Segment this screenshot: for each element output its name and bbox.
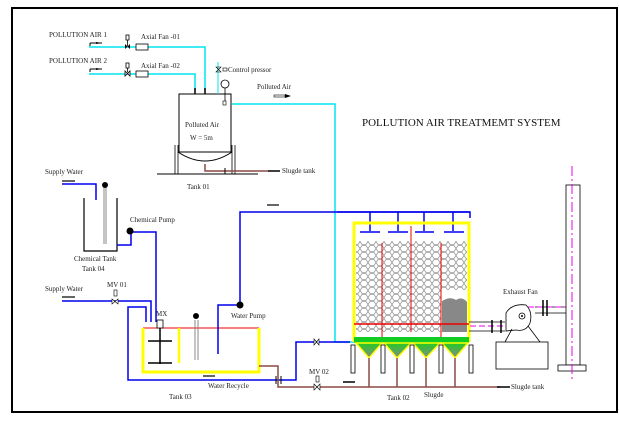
drawing-frame (11, 7, 618, 413)
water-pump-icon[interactable] (236, 301, 244, 309)
valve-icon (125, 34, 130, 49)
tank01-content-label: Polluted Air (185, 121, 220, 129)
tank02-label: Tank 02 (387, 394, 410, 402)
chemical-tank-04: Supply Water Chemical Tank Tank 04 (45, 168, 118, 273)
supply-water-line-2 (62, 300, 152, 322)
label-pollution-air-2: POLLUTION AIR 2 (49, 57, 107, 65)
label-mv01: MV 01 (107, 281, 127, 289)
label-water-recycle: Water Recycle (208, 382, 249, 390)
label-axial-fan-1: Axial Fan -01 (141, 33, 180, 41)
label-mv02: MV 02 (309, 368, 329, 376)
label-mx: MX (156, 310, 167, 318)
pollution-air-inlets: POLLUTION AIR 1 POLLUTION AIR 2 Axial Fa… (49, 31, 206, 90)
valve-icon (313, 338, 320, 346)
valve-icon (215, 66, 222, 73)
supply-water-line-1 (62, 183, 97, 200)
sludge-line-tank01 (204, 164, 268, 172)
label-supply-water-1: Supply Water (45, 168, 84, 176)
air-line-1 (89, 46, 206, 90)
label-supply-water-2: Supply Water (45, 285, 84, 293)
water-recycle-line (127, 306, 350, 381)
diagram-title: POLLUTION AIR TREATMEMT SYSTEM (362, 117, 561, 129)
axial-fan-1 (135, 43, 149, 51)
label-pollution-air-1: POLLUTION AIR 1 (49, 31, 107, 39)
control-pressor: Control pressor (215, 62, 272, 106)
water-pump-line (217, 211, 471, 354)
sludge-line-tank03 (259, 365, 500, 388)
label-water-pump: Water Pump (231, 312, 266, 320)
tank04-label: Tank 04 (82, 265, 105, 273)
label-chemical-pump: Chemical Pump (130, 216, 175, 224)
valve-mv02[interactable] (313, 375, 321, 391)
label-axial-fan-2: Axial Fan -02 (141, 62, 180, 70)
label-sludge-tank-1: Slugde tank (282, 167, 316, 175)
pressure-gauge-icon (220, 79, 230, 89)
tank01-width-label: W = 5m (190, 134, 213, 142)
axial-fan-2 (135, 70, 149, 78)
tank03-label: Tank 03 (169, 393, 192, 401)
label-polluted-air-out: Polluted Air (257, 83, 292, 91)
air-line-2 (89, 73, 196, 90)
tank01-label: Tank 01 (187, 183, 210, 191)
flow-arrow-icon (273, 94, 291, 98)
mixer-motor-icon (102, 182, 108, 188)
chemical-pump-icon[interactable] (126, 227, 134, 235)
exhaust-fan: Exhaust Fan (469, 288, 572, 370)
exhaust-stack (557, 166, 587, 380)
valve-icon (124, 62, 131, 77)
mixer-mx-icon (156, 319, 164, 329)
valve-mv01[interactable] (111, 289, 119, 305)
chemical-dose-line (117, 231, 157, 322)
tank-03: MX Tank 03 (141, 310, 261, 401)
tank-02-scrubber: Tank 02 Slugde (337, 211, 474, 402)
tank-01: Polluted Air W = 5m Tank 01 (157, 88, 258, 191)
label-sludge: Slugde (424, 391, 443, 399)
polluted-air-line (232, 103, 355, 343)
label-control-pressor: Control pressor (228, 66, 272, 74)
chemical-tank-label: Chemical Tank (74, 255, 117, 263)
label-sludge-tank-2: Slugde tank (511, 383, 545, 391)
label-exhaust-fan: Exhaust Fan (503, 288, 538, 296)
